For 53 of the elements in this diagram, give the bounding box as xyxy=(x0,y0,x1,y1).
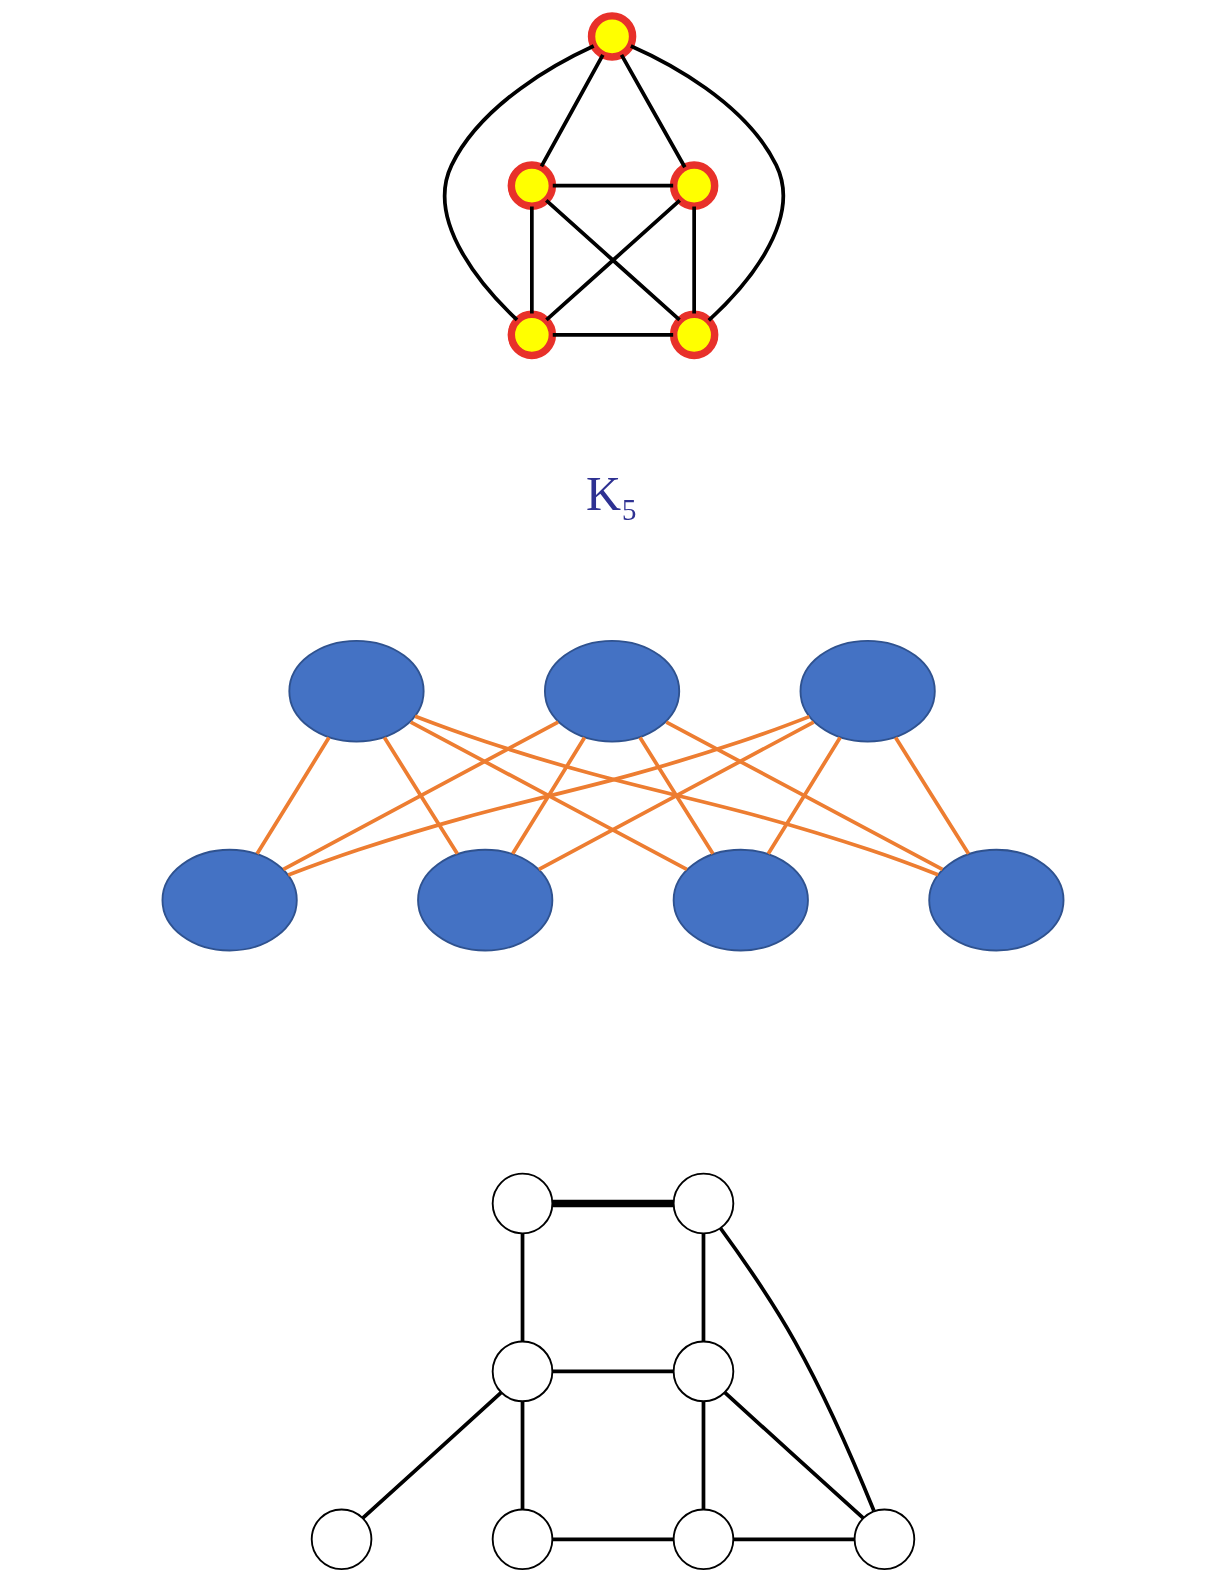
connector xyxy=(552,1369,673,1374)
connector xyxy=(544,199,681,322)
node-circle xyxy=(799,639,936,743)
connector xyxy=(361,1391,502,1520)
node-circle xyxy=(672,1340,734,1403)
connector xyxy=(552,1199,673,1208)
node-circle xyxy=(491,1508,553,1571)
connector xyxy=(529,206,534,314)
node-circle xyxy=(669,310,718,360)
connector xyxy=(552,333,673,337)
connector xyxy=(619,54,686,169)
connector xyxy=(255,736,331,855)
connector xyxy=(510,736,586,855)
node-circle xyxy=(543,639,680,743)
node-circle xyxy=(161,848,298,952)
connector xyxy=(766,736,842,855)
connector xyxy=(552,183,673,188)
node-circle xyxy=(491,1172,553,1235)
connector xyxy=(281,720,559,872)
node-circle xyxy=(927,848,1064,952)
node-circle xyxy=(587,12,636,61)
connector xyxy=(664,720,943,872)
connector xyxy=(520,1401,524,1510)
connector xyxy=(413,714,939,877)
connector xyxy=(893,736,970,855)
node-circle xyxy=(491,1340,553,1403)
connector xyxy=(701,1401,705,1510)
connector xyxy=(537,720,815,872)
node-circle xyxy=(416,848,553,952)
connector xyxy=(520,1233,524,1342)
node-circle xyxy=(287,639,425,743)
node-circle xyxy=(672,1508,734,1571)
connector xyxy=(733,1537,854,1542)
connector xyxy=(691,206,696,314)
node-circle xyxy=(507,310,556,360)
node-circle xyxy=(507,161,556,210)
connector xyxy=(701,1233,705,1342)
node-circle xyxy=(853,1508,915,1571)
connector xyxy=(539,54,604,168)
connector xyxy=(552,1537,673,1542)
node-circle xyxy=(672,848,809,952)
node-circle xyxy=(672,1172,734,1235)
connector xyxy=(382,736,459,855)
connector xyxy=(287,714,810,877)
connector xyxy=(723,1391,864,1520)
connector xyxy=(718,1227,876,1512)
label: K₅ xyxy=(585,466,638,520)
connector xyxy=(442,44,594,322)
node-circle xyxy=(669,161,718,210)
connector xyxy=(637,736,714,855)
connector xyxy=(409,720,688,872)
node-circle xyxy=(310,1508,372,1571)
connector xyxy=(629,44,785,322)
